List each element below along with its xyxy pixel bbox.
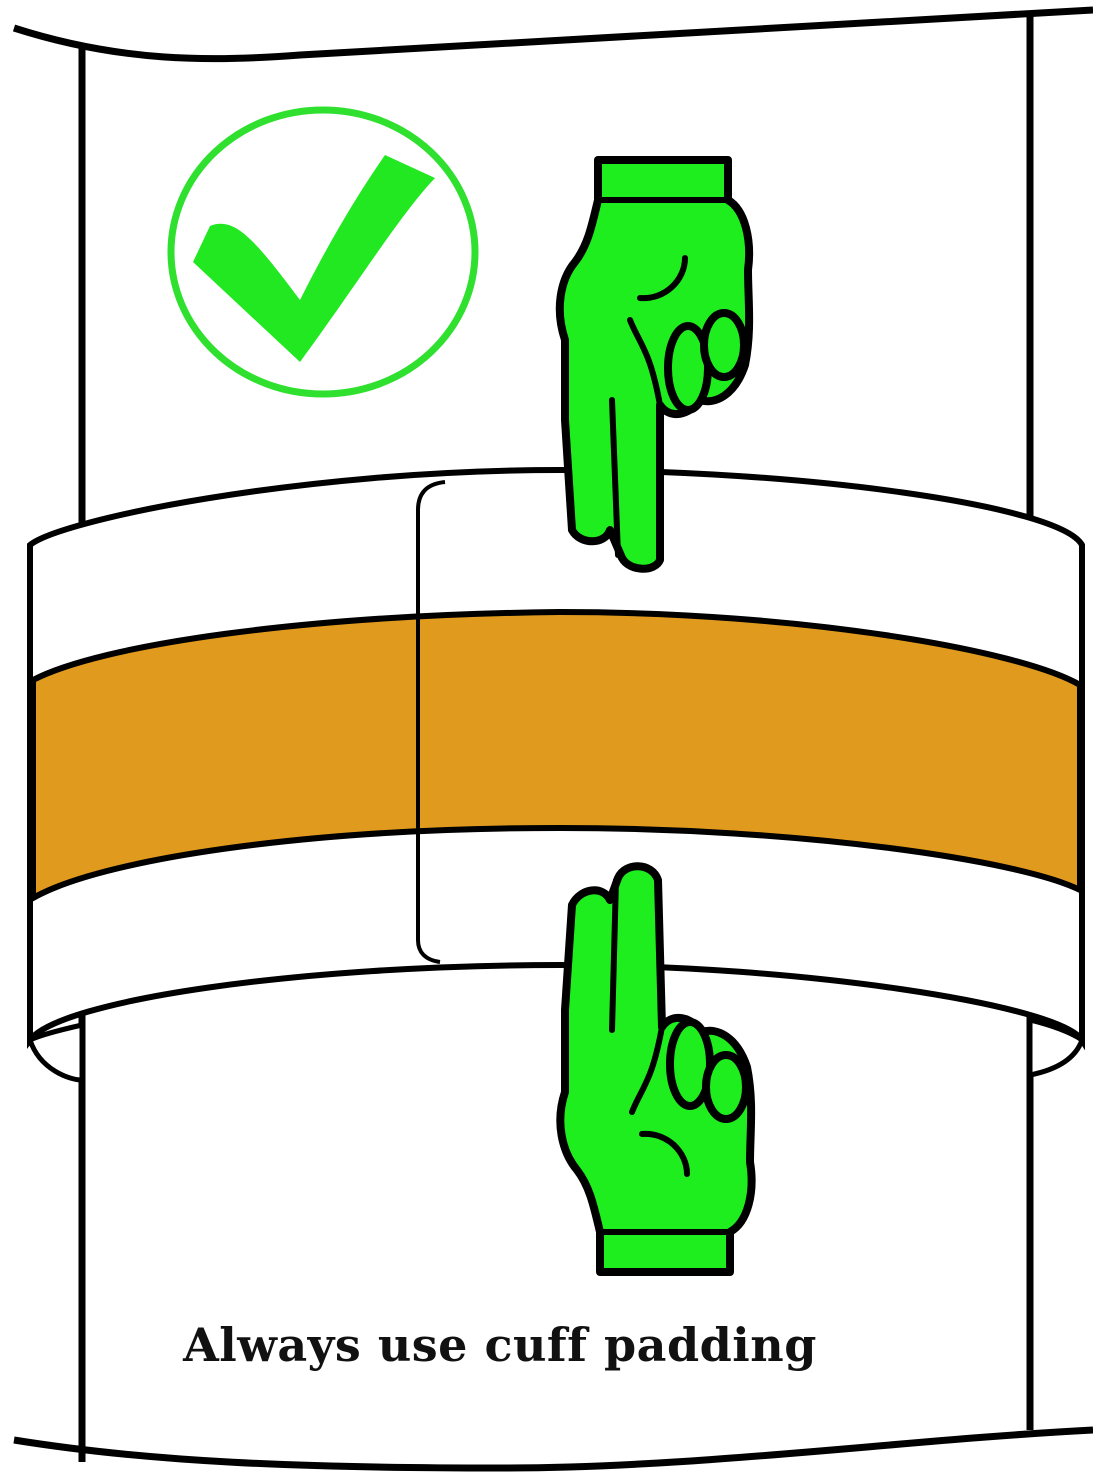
cuff-inner-rim-right [1027, 1016, 1086, 1079]
check-circle-icon [167, 106, 479, 398]
cuff-seam [416, 480, 446, 964]
checkmark-icon [193, 155, 435, 362]
hand-pointing-up-icon [556, 862, 756, 1276]
cuff-padding-band [30, 608, 1083, 904]
instruction-caption: Always use cuff padding [183, 1318, 817, 1372]
limb-bottom-edge [13, 1426, 1093, 1472]
hand-pointing-down-icon [555, 156, 754, 573]
cuff-inner-rim [26, 1021, 85, 1083]
padded-cuff [26, 466, 1086, 1083]
limb-top-edge [12, 6, 1093, 63]
